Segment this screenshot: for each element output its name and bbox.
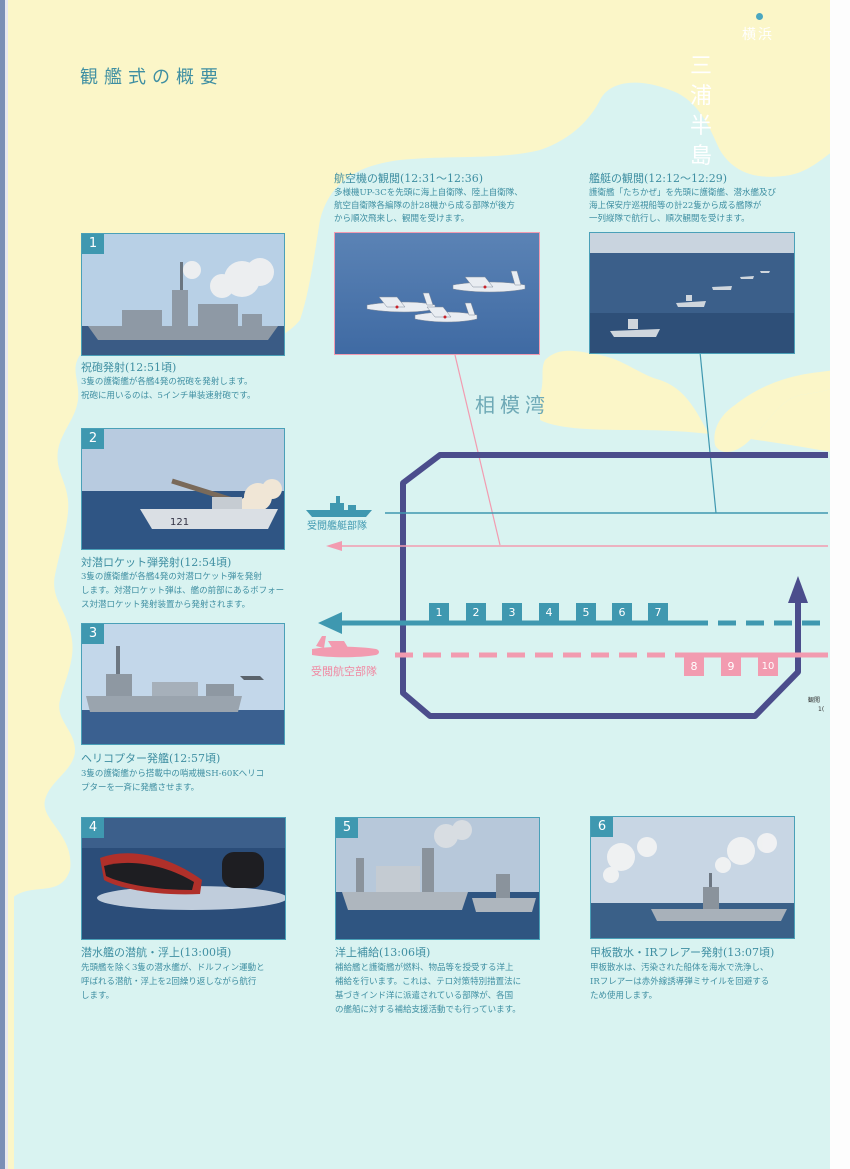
ships-connector-line	[699, 351, 717, 514]
event-4-caption: 潜水艦の潜航・浮上(13:00頃)	[81, 946, 232, 959]
review-marker-4: 4	[539, 603, 559, 622]
ship-unit-icon	[306, 496, 372, 517]
event-6-desc-1: 甲板散水は、汚染された船体を海水で洗浄し、	[590, 963, 769, 973]
event-5-desc-1: 補給艦と護衛艦が燃料、物品等を授受する洋上	[335, 963, 514, 973]
event-4-desc-1: 先頭艦を除く3隻の潜水艦が、ドルフィン運動と	[81, 963, 265, 973]
aircraft-route-arrow	[326, 541, 342, 551]
event-1-desc-1: 3隻の護衛艦が各艦4発の祝砲を発射します。	[81, 377, 253, 387]
event-5-desc-3: 基づきインド洋に派遣されている部隊が、各国	[335, 991, 514, 1001]
air-marker-8: 8	[684, 657, 704, 676]
event-5-desc-2: 補給を行います。これは、テロ対策特別措置法に	[335, 977, 522, 987]
ship-review-desc-1: 護衛艦「たちかぜ」を先頭に護衛艦、潜水艦及び	[589, 188, 777, 198]
miura-land	[688, 0, 850, 177]
event-6-desc-2: IRフレアーは赤外線誘導弾ミサイルを回避する	[590, 977, 770, 987]
event-2-desc-3: ス対潜ロケット発射装置から発射されます。	[81, 600, 251, 610]
binding-edge	[0, 0, 14, 1169]
aircraft-review-desc-1: 多様機UP-3Cを先頭に海上自衛隊、陸上自衛隊、	[334, 188, 523, 198]
aircraft-review-caption: 航空機の観閲(12:31～12:36)	[334, 172, 483, 185]
page-title: 観艦式の概要	[80, 67, 224, 88]
yokohama-marker	[756, 13, 763, 20]
review-marker-5: 5	[576, 603, 596, 622]
right-edge-note-1: 観閲	[808, 697, 821, 704]
event-3-desc-2: プターを一斉に発艦させます。	[81, 783, 200, 793]
air-marker-9: 9	[721, 657, 741, 676]
ship-unit-label: 受閲艦艇部隊	[307, 521, 367, 532]
place-miura: 三浦半島	[689, 54, 712, 169]
event-6-photo: 6	[590, 816, 795, 939]
review-course-loop	[400, 452, 828, 719]
event-3-caption: ヘリコプター発艦(12:57頃)	[81, 752, 221, 765]
event-5-caption: 洋上補給(13:06頃)	[335, 946, 431, 959]
svg-text:121: 121	[170, 517, 189, 528]
event-1-number: 1	[82, 234, 104, 254]
page-right-margin	[830, 0, 850, 1169]
review-marker-3: 3	[502, 603, 522, 622]
event-4-desc-2: 呼ばれる潜航・浮上を2回繰り返しながら航行	[81, 977, 257, 987]
event-2-number: 2	[82, 429, 104, 449]
event-2-desc-1: 3隻の護衛艦が各艦4発の対潜ロケット弾を発射	[81, 572, 262, 582]
event-6-desc-3: ため使用します。	[590, 991, 658, 1001]
course-arrowhead	[788, 576, 808, 603]
east-land	[714, 368, 850, 452]
review-marker-1: 1	[429, 603, 449, 622]
event-4-photo: 4	[81, 817, 286, 940]
event-1-photo: 1	[81, 233, 285, 356]
ship-review-caption: 艦艇の観閲(12:12～12:29)	[589, 172, 727, 185]
event-4-number: 4	[82, 818, 104, 838]
event-2-photo: 121 2	[81, 428, 285, 550]
event-1-desc-2: 祝砲に用いるのは、5インチ単装速射砲です。	[81, 391, 256, 401]
event-5-desc-4: の艦船に対する補給支援活動でも行っています。	[335, 1005, 521, 1015]
event-5-photo: 5	[335, 817, 540, 940]
review-line-arrow	[318, 612, 342, 634]
ship-review-photo	[589, 232, 795, 354]
aircraft-unit-icon	[312, 636, 379, 658]
event-6-caption: 甲板散水・IRフレアー発射(13:07頃)	[590, 946, 775, 959]
place-sagami-bay: 相模湾	[475, 393, 550, 417]
aircraft-connector-line	[454, 354, 501, 546]
event-2-caption: 対潜ロケット弾発射(12:54頃)	[81, 556, 232, 569]
ship-review-desc-2: 海上保安庁巡視船等の計22隻から成る艦隊が	[589, 201, 762, 211]
event-2-desc-2: します。対潜ロケット弾は、艦の前部にあるボフォー	[81, 586, 285, 596]
event-5-number: 5	[336, 818, 358, 838]
event-3-desc-1: 3隻の護衛艦から搭載中の哨戒機SH-60Kへリコ	[81, 769, 265, 779]
event-4-desc-3: します。	[81, 991, 115, 1001]
aircraft-review-photo	[334, 232, 540, 355]
right-edge-note-2: 1(	[818, 706, 825, 713]
aircraft-review-desc-2: 航空自衛隊各編隊の計28機から成る部隊が後方	[334, 201, 515, 211]
event-3-number: 3	[82, 624, 104, 644]
review-marker-6: 6	[612, 603, 632, 622]
air-marker-10: 10	[758, 657, 778, 676]
event-3-photo: 3	[81, 623, 285, 745]
event-1-caption: 祝砲発射(12:51頃)	[81, 361, 177, 374]
ship-review-desc-3: 一列縦隊で航行し、順次観閲を受けます。	[589, 214, 750, 224]
event-6-number: 6	[591, 817, 613, 837]
review-marker-7: 7	[648, 603, 668, 622]
aircraft-review-desc-3: から順次飛来し、観閲を受けます。	[334, 214, 470, 224]
review-marker-2: 2	[466, 603, 486, 622]
place-yokohama: 横浜	[742, 27, 774, 43]
air-unit-label: 受閲航空部隊	[311, 665, 377, 678]
